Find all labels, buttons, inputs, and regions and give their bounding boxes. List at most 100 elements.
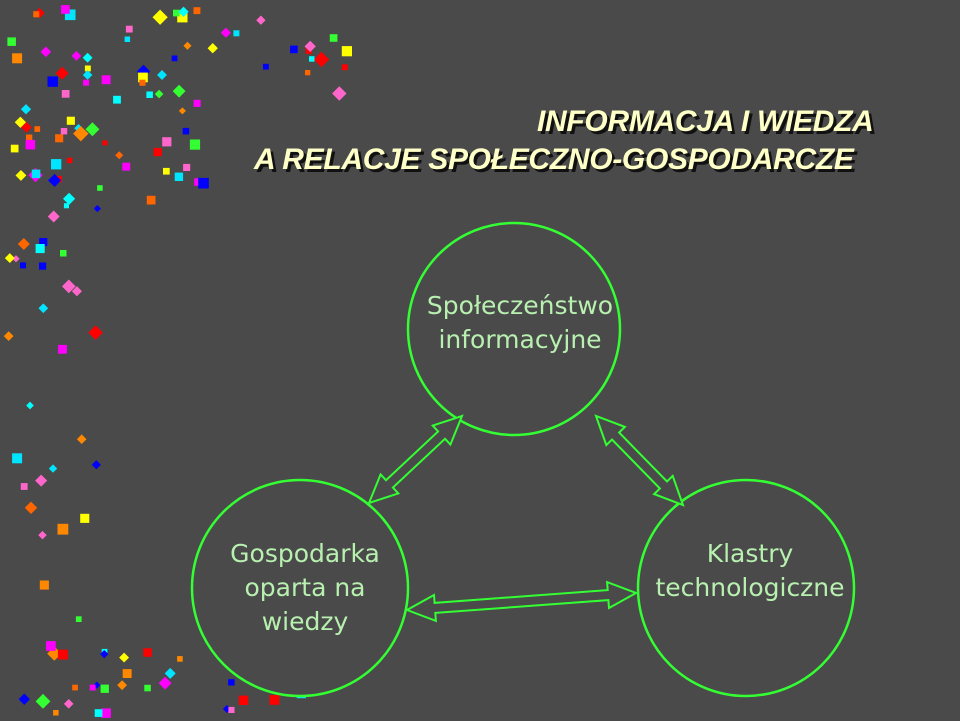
confetti-piece [82,70,93,80]
node-label-top-line-1: Społeczeństwo [426,291,614,320]
confetti-piece [63,203,69,209]
confetti-piece [113,95,121,104]
confetti-piece [233,30,240,37]
node-circle-left [190,478,410,698]
node-label-left-line-2: oparta na [244,573,366,602]
confetti-piece [138,72,148,83]
confetti-piece [139,79,146,86]
confetti-piece [15,169,27,181]
confetti-piece [146,91,153,98]
confetti-piece [58,344,67,354]
node-label-top-line-2: informacyjne [438,325,602,354]
confetti-piece [39,580,49,590]
node-label-right-line-2: technologiczne [655,573,845,602]
confetti-piece [238,695,249,705]
confetti-piece [144,684,151,692]
confetti-piece [290,45,298,54]
confetti-piece [269,695,280,705]
confetti-piece [47,76,58,87]
confetti-piece [84,65,91,72]
confetti-piece [12,53,23,64]
confetti-piece [341,46,352,57]
confetti-piece [39,262,47,270]
confetti-piece [53,710,59,716]
confetti-piece [71,51,82,61]
confetti-piece [228,679,235,686]
confetti-piece [20,262,26,269]
node-label-right: Klastry technologiczne [635,537,865,605]
confetti-piece [183,41,192,50]
node-label-right-line-1: Klastry [706,539,794,568]
confetti-piece [189,139,201,150]
node-label-top: Społeczeństwo informacyjne [410,289,630,357]
node-circle-top [406,221,622,437]
confetti-piece [194,178,202,186]
confetti-piece [102,140,108,146]
confetti-piece [51,159,62,170]
confetti-piece [57,523,69,535]
confetti-piece [143,648,152,657]
confetti-piece [20,483,28,490]
confetti-piece [48,173,62,187]
confetti-piece [55,134,64,143]
node-label-left-line-1: Gospodarka [230,539,380,568]
confetti-piece [14,116,27,128]
confetti-piece [39,238,48,247]
double-arrow-top-right [594,414,685,507]
confetti-piece [125,25,133,33]
confetti-piece [154,89,164,99]
confetti-piece [60,128,68,135]
confetti-piece [76,434,87,445]
confetti-piece [67,157,73,164]
confetti-piece [38,303,49,314]
confetti-piece [313,51,330,68]
title-line-1: INFORMACJA I WIEDZA [537,105,874,138]
confetti-piece [94,709,103,717]
confetti-piece [72,684,78,691]
confetti-piece [80,513,90,523]
confetti-piece [75,616,82,622]
confetti-piece [228,706,235,713]
confetti-piece [173,9,180,17]
node-circle-right [636,478,856,698]
confetti-piece [100,684,109,693]
confetti-piece [119,652,130,663]
node-label-left-line-3: wiedzy [261,607,349,636]
confetti-piece [60,250,67,257]
confetti-piece [263,63,269,70]
confetti-piece [61,90,70,98]
confetti-piece [57,649,68,660]
confetti-piece [97,185,103,191]
confetti-piece [122,669,132,678]
confetti-piece [61,5,70,14]
confetti-piece [178,107,186,115]
confetti-piece [35,244,45,254]
confetti-piece [101,75,111,85]
node-label-left: Gospodarka oparta na wiedzy [200,537,410,639]
confetti-piece [10,144,19,153]
confetti-piece [64,9,76,21]
confetti-piece [63,699,74,709]
confetti-piece [3,331,14,341]
confetti-piece [115,151,124,160]
confetti-piece [101,708,111,718]
double-arrow-top-left [367,414,464,505]
confetti-piece [7,37,16,46]
confetti-piece [177,656,183,662]
confetti-piece [329,34,338,42]
confetti-piece [25,139,36,150]
confetti-piece [172,84,186,98]
confetti-piece [162,137,172,147]
confetti-piece [183,163,191,171]
confetti-piece [309,56,315,62]
confetti-piece [198,177,209,189]
confetti-piece [193,99,201,107]
confetti-piece [341,64,348,71]
confetti-piece [82,52,93,63]
confetti-piece [182,127,190,135]
confetti-piece [177,12,188,23]
confetti-piece [33,11,40,18]
confetti-piece [305,70,311,76]
